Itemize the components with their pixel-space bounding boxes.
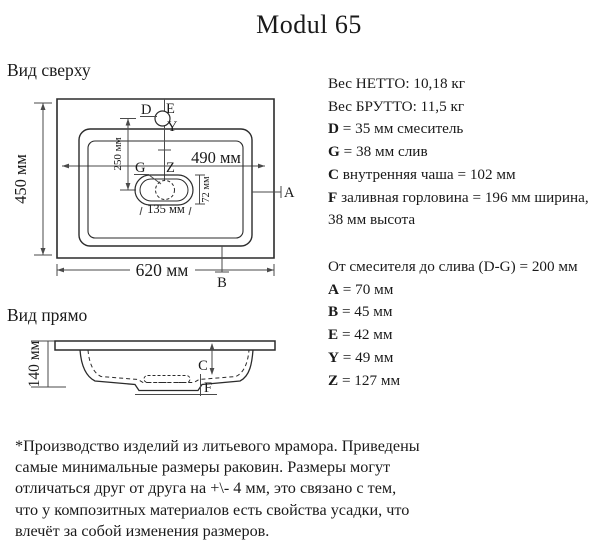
dim-basin-width-label: 490 мм: [191, 148, 241, 167]
specs-group-2: От смесителя до слива (D-G) = 200 мм A =…: [328, 256, 578, 392]
spec-f-cont: 38 мм высота: [328, 211, 416, 229]
marker-f: F: [204, 380, 212, 396]
drain-hole: [156, 181, 175, 200]
dim-drain-width: 135 мм: [140, 202, 191, 216]
spec-b: B = 45 мм: [328, 303, 393, 321]
spec-gross-weight: Вес БРУТТО: 11,5 кг: [328, 97, 465, 115]
marker-b: B: [217, 275, 227, 291]
marker-d: D: [141, 102, 151, 118]
dim-overall-depth-label: 450 мм: [11, 154, 30, 204]
footnote-line: самые минимальные размеры раковин. Разме…: [15, 458, 391, 477]
footnote: *Производство изделий из литьевого мрамо…: [15, 436, 420, 542]
dim-drain-height: 72 мм: [195, 175, 212, 204]
dim-overall-depth: 450 мм: [11, 103, 52, 255]
marker-e: E: [166, 101, 175, 117]
spec-y: Y = 49 мм: [328, 348, 394, 366]
marker-f-group: F: [135, 374, 217, 396]
faucet-hole: [155, 111, 170, 126]
marker-c-group: C: [198, 343, 215, 375]
footnote-line: отличаться друг от друга на +\- 4 мм, эт…: [15, 479, 397, 498]
footnote-line: *Производство изделий из литьевого мрамо…: [15, 437, 420, 455]
specs-group-1: Вес НЕТТО: 10,18 кг Вес БРУТТО: 11,5 кг …: [328, 73, 589, 232]
center-line: [158, 99, 171, 181]
marker-c: C: [198, 358, 208, 374]
marker-a: A: [284, 185, 295, 201]
dim-drain-width-label: 135 мм: [147, 202, 185, 216]
drain-markers: G Z: [134, 160, 175, 184]
spec-z: Z = 127 мм: [328, 371, 401, 389]
drain-area: [135, 175, 193, 205]
countertop-edge: [55, 341, 275, 350]
spec-dg-distance: От смесителя до слива (D-G) = 200 мм: [328, 258, 578, 275]
spec-g: G = 38 мм слив: [328, 143, 428, 161]
spec-a: A = 70 мм: [328, 280, 394, 298]
dim-drain-height-label: 72 мм: [201, 176, 212, 203]
bowl-outline: [80, 350, 253, 391]
dim-front-height-label: 140 мм: [26, 340, 43, 387]
top-view-drawing: 490 мм D E Y 250 мм: [11, 88, 295, 291]
marker-g-leader: [149, 175, 161, 184]
footnote-line: влечёт за собой изменения размеров.: [15, 521, 270, 540]
footnote-line: что у композитных материалов есть свойст…: [15, 500, 410, 519]
spec-e: E = 42 мм: [328, 326, 393, 344]
marker-g: G: [135, 160, 146, 176]
marker-a-group: A: [252, 185, 295, 201]
marker-y: Y: [167, 119, 178, 135]
dim-faucet-to-drain-label: 250 мм: [112, 137, 124, 170]
marker-b-group: B: [215, 246, 229, 291]
front-view-label: Вид прямо: [7, 305, 88, 325]
dim-faucet-to-drain: 250 мм: [112, 119, 136, 191]
bowl-inner-contour: [88, 350, 249, 383]
front-view-drawing: 140 мм C F: [26, 330, 310, 396]
spec-net-weight: Вес НЕТТО: 10,18 кг: [328, 75, 465, 92]
faucet-markers: D E Y: [140, 101, 178, 135]
spec-f: F заливная горловина = 196 мм ширина,: [328, 188, 589, 206]
marker-z: Z: [166, 160, 175, 176]
dim-overall-width: 620 мм: [57, 260, 274, 280]
spec-c: C внутренняя чаша = 102 мм: [328, 165, 516, 183]
spec-d: D = 35 мм смеситель: [328, 120, 464, 138]
dim-overall-width-label: 620 мм: [136, 260, 189, 280]
basin-outline: [79, 129, 252, 246]
top-view-label: Вид сверху: [7, 60, 91, 80]
dim-basin-width: 490 мм: [62, 148, 265, 169]
bowl-drain-recess: [144, 376, 190, 383]
page-title: Modul 65: [256, 10, 362, 39]
